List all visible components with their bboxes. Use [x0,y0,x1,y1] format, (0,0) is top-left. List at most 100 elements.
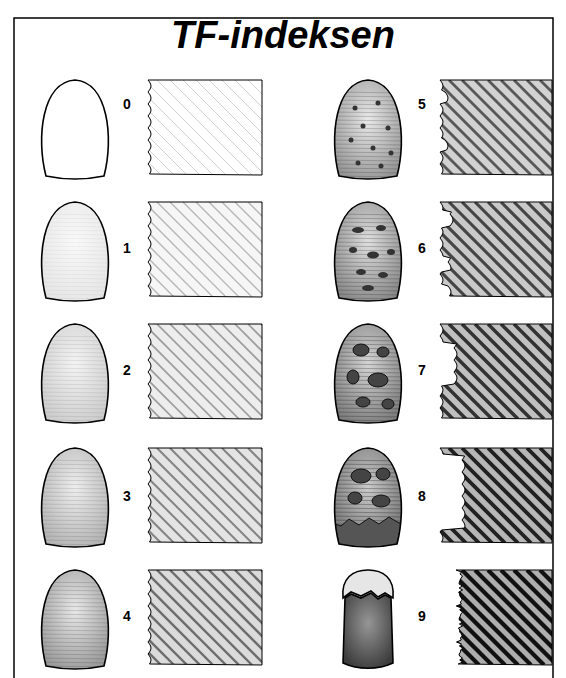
perikymata-line [35,416,115,417]
enamel-loss [382,399,394,409]
perikymata-line [35,238,115,239]
perikymata-line [35,254,115,255]
tooth-outline [42,80,109,179]
perikymata-line [35,484,115,485]
prism-line [235,80,330,175]
perikymata-line [35,480,115,481]
pit-spot [389,151,394,156]
prism-line [371,570,466,665]
perikymata-line [35,528,115,529]
prism-line [53,324,148,419]
perikymata-line [35,392,115,393]
prism-line [53,80,148,175]
prism-line [222,570,317,665]
prism-line [105,80,200,175]
perikymata-line [328,108,408,109]
perikymata-line [328,242,408,243]
pit-spot [356,161,361,166]
perikymata-line [328,144,408,145]
grade-number: 5 [417,96,427,112]
perikymata-line [328,222,408,223]
perikymata-line [35,270,115,271]
prism-line [501,202,566,297]
perikymata-line [35,356,115,357]
perikymata-line [35,460,115,461]
prism-line [79,448,174,543]
perikymata-line [328,336,408,337]
tooth-outline [335,324,402,423]
perikymata-line [328,136,408,137]
grade-number: 8 [417,488,427,504]
perikymata-line [328,262,408,263]
eroded-tooth-body [343,593,393,668]
perikymata-line [35,294,115,295]
perikymata-line [35,536,115,537]
perikymata-line [328,496,408,497]
prism-line [527,570,566,665]
enamel-loss [353,344,369,356]
perikymata-line [328,172,408,173]
enamel-section [345,570,566,665]
perikymata-line [35,278,115,279]
prism-line [527,448,566,543]
pit-spot [349,138,354,143]
title: TF-indeksen [0,14,566,57]
prism-line [170,448,265,543]
prism-line [157,324,252,419]
prism-line [345,448,440,543]
prism-line [131,202,226,297]
perikymata-line [328,218,408,219]
perikymata-line [328,160,408,161]
prism-line [196,80,291,175]
prism-line [553,80,566,175]
perikymata-line [35,222,115,223]
perikymata-line [35,606,115,607]
perikymata-line [35,340,115,341]
perikymata-line [35,662,115,663]
perikymata-line [328,238,408,239]
perikymata-line [35,336,115,337]
perikymata-line [35,262,115,263]
perikymata-line [35,412,115,413]
grade-number: 0 [122,96,132,112]
perikymata-line [35,540,115,541]
prism-line [222,324,317,419]
tooth-outline [42,570,109,669]
perikymata-line [328,128,408,129]
perikymata-line [328,460,408,461]
perikymata-line [35,492,115,493]
pit-band [356,269,366,275]
perikymata-line [328,246,408,247]
pit-band [376,225,386,231]
prism-line [222,80,317,175]
perikymata-line [35,372,115,373]
perikymata-line [35,388,115,389]
section-lines [53,448,356,543]
perikymata-line [35,380,115,381]
perikymata-line [328,384,408,385]
perikymata-line [328,484,408,485]
perikymata-line [35,532,115,533]
perikymata-line [35,396,115,397]
section-outline [148,448,262,543]
tooth-drawing [42,80,109,179]
prism-line [66,324,161,419]
tooth-drawing [35,448,115,547]
prism-line [196,202,291,297]
perikymata-line [35,524,115,525]
enamel-section [53,570,356,665]
perikymata-line [35,500,115,501]
prism-line [118,202,213,297]
perikymata-line [35,602,115,603]
prism-line [79,202,174,297]
grade-number: 1 [122,240,132,256]
tooth-drawing [35,202,115,301]
pit-spot [379,164,384,169]
prism-line [79,80,174,175]
perikymata-line [35,476,115,477]
section-lines [345,202,566,297]
perikymata-line [328,270,408,271]
prism-line [358,80,453,175]
prism-line [157,80,252,175]
pit-spot [376,101,381,106]
